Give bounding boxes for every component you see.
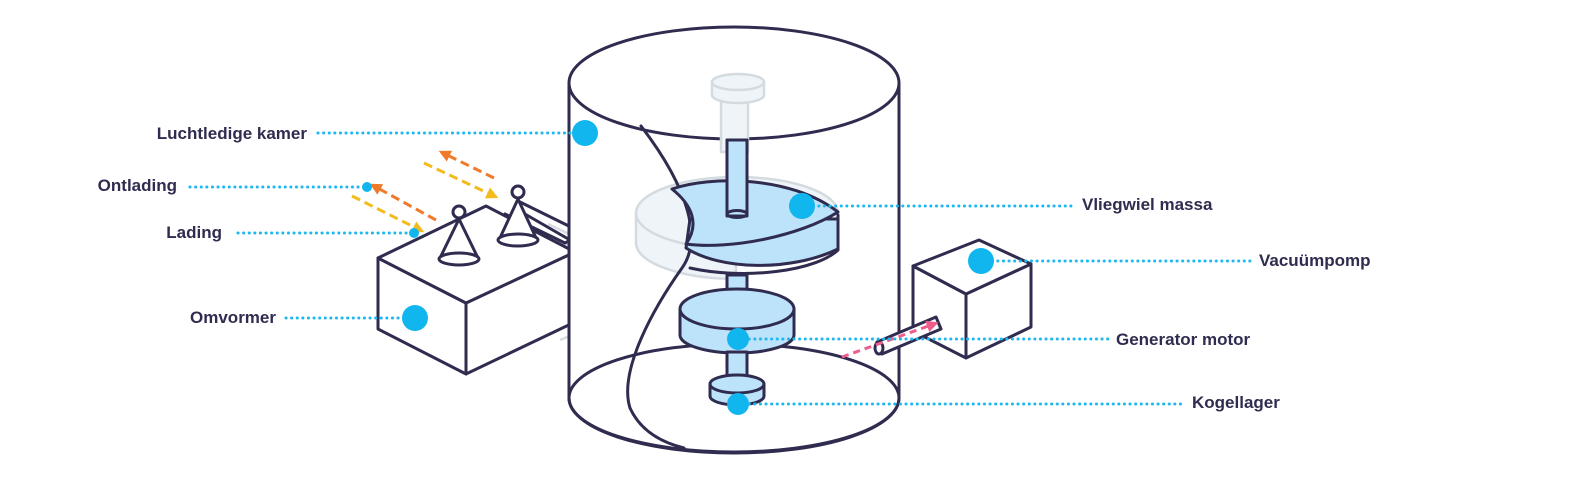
label-flywheel-mass: Vliegwiel massa — [1082, 195, 1213, 214]
charge-arrow-2 — [351, 194, 425, 233]
marker-vacuum-pump — [968, 248, 994, 274]
label-vacuum-chamber: Luchtledige kamer — [157, 124, 308, 143]
charge-arrow-1 — [423, 161, 499, 199]
marker-flywheel-mass — [789, 193, 815, 219]
marker-generator-motor — [727, 328, 749, 350]
label-charge: Lading — [166, 223, 222, 242]
label-converter: Omvormer — [190, 308, 276, 327]
label-vacuum-pump: Vacuümpomp — [1259, 251, 1370, 270]
marker-converter — [402, 305, 428, 331]
label-ball-bearing: Kogellager — [1192, 393, 1280, 412]
marker-charge — [409, 228, 419, 238]
marker-discharge — [362, 182, 372, 192]
vacuum-pipe — [841, 315, 943, 359]
marker-dots — [362, 120, 994, 415]
discharge-arrow-1 — [438, 150, 495, 180]
marker-ball-bearing — [727, 393, 749, 415]
terminal-right — [496, 184, 540, 248]
energy-flow-arrows — [351, 150, 499, 233]
leader-lines — [188, 131, 1254, 406]
marker-vacuum-chamber — [572, 120, 598, 146]
label-generator-motor: Generator motor — [1116, 330, 1251, 349]
label-discharge: Ontlading — [98, 176, 177, 195]
pump-flow-arrow — [841, 320, 939, 359]
terminal-left — [437, 204, 481, 267]
top-cap-ghost — [710, 72, 766, 154]
discharge-arrow-2 — [369, 183, 437, 222]
converter-box — [376, 204, 577, 376]
labels: Luchtledige kamer Ontlading Lading Omvor… — [98, 124, 1371, 412]
